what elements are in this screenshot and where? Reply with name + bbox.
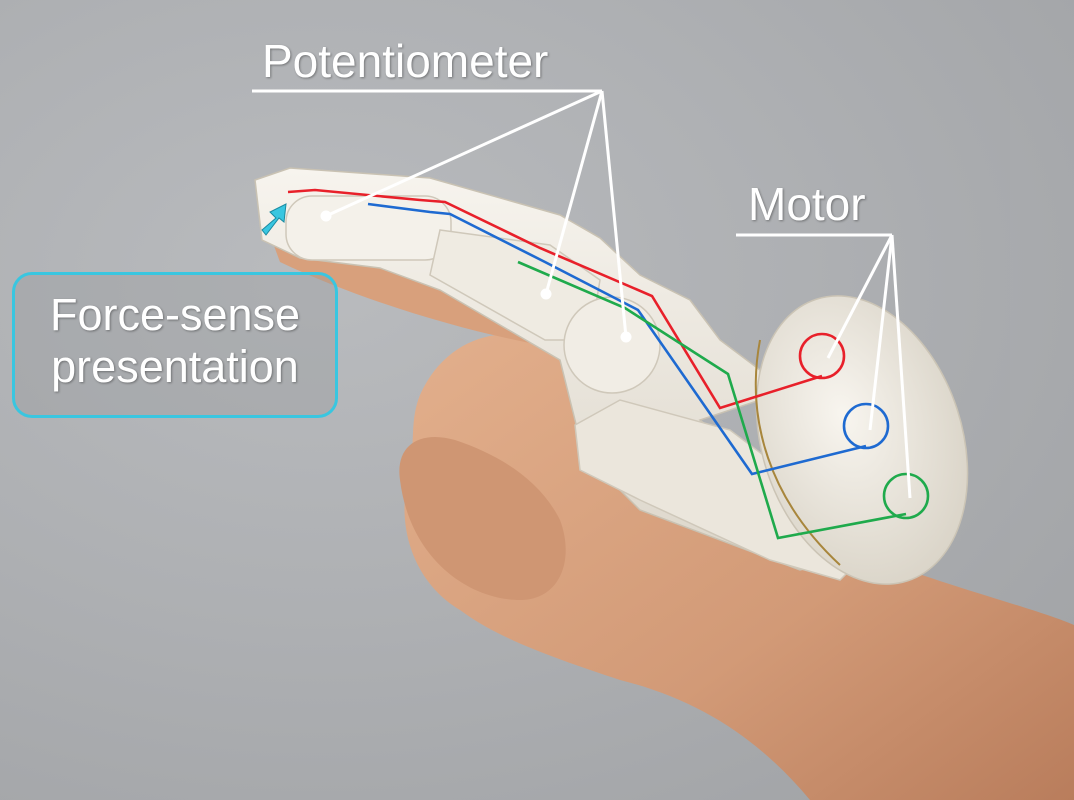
motor-circle-red: [798, 332, 846, 380]
force-sense-line-1: Force-sense: [49, 289, 301, 340]
potentiometer-callout: [252, 89, 628, 338]
wire-blue: [367, 202, 867, 476]
joint-knuckle: [563, 296, 661, 394]
wire-green: [517, 260, 907, 540]
thumb: [399, 436, 566, 600]
motor-callout: [736, 233, 912, 499]
motor-circle-blue: [842, 402, 890, 450]
potentiometer-dot-1: [320, 210, 332, 222]
force-sense-box: Force-sense presentation: [12, 272, 338, 418]
hand: [404, 313, 1074, 800]
potentiometer-dot-2: [540, 288, 552, 300]
fingertip-segment: [285, 195, 452, 261]
wire-red: [287, 188, 823, 410]
motor-label: Motor: [748, 178, 866, 230]
force-sense-line-2: presentation: [51, 341, 299, 393]
motor-seam: [754, 339, 841, 566]
cyan-arrow-icon: [261, 203, 287, 236]
potentiometer-dot-3: [620, 331, 632, 343]
force-sense-label: Force-sense presentation: [15, 289, 335, 393]
potentiometer-label: Potentiometer: [262, 35, 549, 87]
motor-circle-green: [882, 472, 930, 520]
